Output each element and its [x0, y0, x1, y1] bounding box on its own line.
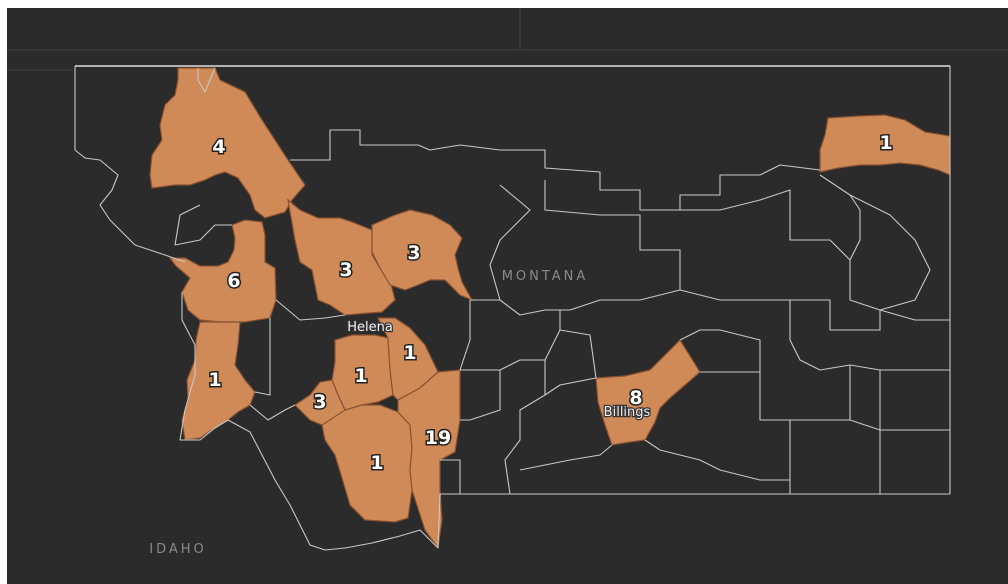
count-label-broadwater: 1	[403, 342, 416, 364]
count-label-jefferson: 1	[354, 365, 367, 387]
neighbor-state-label: IDAHO	[149, 542, 207, 557]
county-count-labels: 4 6 1 3 3 1 1 3 1 19 8 1	[207, 131, 894, 476]
count-label-ravalli: 1	[208, 369, 221, 391]
count-label-sheridan-roosevelt: 1	[879, 132, 892, 154]
city-label-helena: Helena	[347, 320, 393, 335]
county-lewis-and-clark[interactable]	[287, 198, 396, 316]
neighbor-boundaries	[7, 8, 1008, 71]
highlighted-counties	[149, 67, 951, 550]
count-label-silver-bow: 3	[313, 391, 326, 413]
county-sheridan-roosevelt[interactable]	[819, 114, 951, 176]
count-label-cascade: 3	[407, 242, 420, 264]
count-label-lewis-and-clark: 3	[339, 259, 352, 281]
county-silver-bow[interactable]	[294, 379, 346, 426]
count-label-lincoln-flathead: 4	[212, 136, 225, 158]
count-label-yellowstone: 8	[629, 387, 642, 409]
count-label-madison: 1	[370, 452, 383, 474]
county-lincoln-flathead[interactable]	[149, 67, 306, 219]
city-label-billings: Billings	[604, 405, 651, 420]
count-label-gallatin: 19	[425, 427, 451, 449]
county-sanders-missoula[interactable]	[168, 219, 277, 323]
county-gallatin[interactable]	[397, 369, 461, 550]
map-background	[7, 8, 1008, 584]
county-yellowstone[interactable]	[595, 339, 701, 446]
state-label: MONTANA	[502, 269, 589, 284]
count-label-sanders-missoula: 6	[227, 270, 240, 292]
